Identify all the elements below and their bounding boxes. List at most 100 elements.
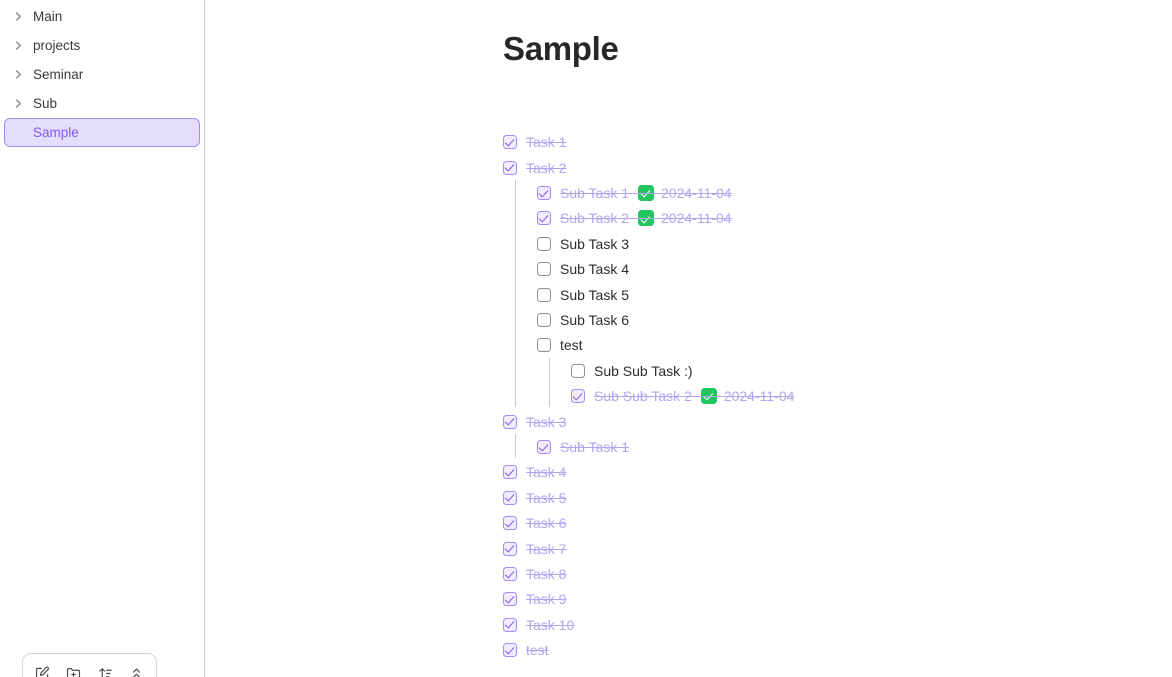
task-label: Task 5 [526, 489, 567, 506]
checkbox-unchecked-icon[interactable] [537, 287, 551, 302]
checkbox-checked-icon[interactable] [503, 617, 517, 632]
sidebar-item-label: projects [33, 38, 81, 53]
checkbox-checked-icon[interactable] [503, 516, 517, 531]
checkbox-checked-icon[interactable] [503, 490, 517, 505]
chevron-right-icon[interactable] [9, 11, 27, 22]
sidebar-item-label: Main [33, 9, 63, 24]
task-row[interactable]: Task 4 [503, 460, 1118, 485]
task-row[interactable]: Sub Task 6 [537, 307, 1118, 332]
checkbox-checked-icon[interactable] [503, 135, 517, 150]
task-label: Sub Sub Task 2 [594, 388, 692, 405]
checkbox-unchecked-icon[interactable] [537, 262, 551, 277]
checkbox-checked-icon[interactable] [503, 643, 517, 658]
task-row[interactable]: Task 2 [503, 155, 1118, 180]
task-label: Sub Task 4 [560, 261, 630, 278]
chevron-right-icon[interactable] [9, 69, 27, 80]
checkbox-checked-icon[interactable] [537, 439, 551, 454]
sidebar-item-seminar[interactable]: Seminar [4, 60, 200, 89]
task-label: Task 2 [526, 159, 567, 176]
checkbox-checked-icon[interactable] [503, 541, 517, 556]
completed-check-icon [638, 185, 655, 202]
task-row[interactable]: Sub Task 4 [537, 257, 1118, 282]
task-content: Sub Task 1 2024-11-04 [560, 185, 732, 202]
new-folder-icon[interactable] [61, 661, 87, 677]
task-children-group: Sub Sub Task :) Sub Sub Task 2 2024-11-04 [537, 358, 1118, 409]
task-label: Task 7 [526, 540, 567, 557]
checkbox-checked-icon[interactable] [571, 389, 585, 404]
task-label: Task 6 [526, 515, 567, 532]
task-children-group: Sub Task 1 [503, 434, 1118, 459]
sidebar-toolbar [22, 653, 157, 677]
task-label: Task 1 [526, 134, 567, 151]
completed-check-icon [700, 388, 717, 405]
task-row[interactable]: Sub Task 1 2024-11-04 [537, 180, 1118, 205]
task-label: Sub Sub Task :) [594, 362, 693, 379]
new-note-icon[interactable] [30, 661, 56, 677]
task-row[interactable]: Task 8 [503, 561, 1118, 586]
task-row[interactable]: Task 1 [503, 130, 1118, 155]
task-row[interactable]: Task 6 [503, 510, 1118, 535]
task-label: test [560, 337, 583, 354]
completion-date: 2024-11-04 [661, 185, 732, 202]
task-row[interactable]: Sub Task 2 2024-11-04 [537, 206, 1118, 231]
task-label: Sub Task 1 [560, 185, 630, 202]
task-label: Sub Task 1 [560, 438, 630, 455]
sidebar-item-label: Seminar [33, 67, 84, 82]
sort-icon[interactable] [92, 661, 118, 677]
task-row[interactable]: Task 5 [503, 485, 1118, 510]
page-title: Sample [503, 30, 619, 67]
checkbox-unchecked-icon[interactable] [537, 236, 551, 251]
task-row[interactable]: Sub Task 5 [537, 282, 1118, 307]
task-label: test [526, 642, 549, 659]
task-row[interactable]: Sub Sub Task 2 2024-11-04 [571, 384, 1118, 409]
chevron-right-icon[interactable] [9, 98, 27, 109]
sidebar-item-sample[interactable]: Sample [4, 118, 200, 147]
task-label: Task 8 [526, 565, 567, 582]
checkbox-checked-icon[interactable] [537, 211, 551, 226]
task-row[interactable]: Sub Task 1 [537, 434, 1118, 459]
task-label: Task 10 [526, 616, 575, 633]
task-label: Sub Task 6 [560, 312, 630, 329]
task-label: Sub Task 3 [560, 235, 630, 252]
task-row[interactable]: Sub Task 3 [537, 231, 1118, 256]
checkbox-checked-icon[interactable] [503, 465, 517, 480]
checkbox-unchecked-icon[interactable] [537, 313, 551, 328]
sidebar-item-projects[interactable]: projects [4, 31, 200, 60]
checkbox-checked-icon[interactable] [503, 414, 517, 429]
sidebar-item-sub[interactable]: Sub [4, 89, 200, 118]
task-content: Sub Task 2 2024-11-04 [560, 210, 732, 227]
checkbox-checked-icon[interactable] [503, 566, 517, 581]
checkbox-checked-icon[interactable] [503, 160, 517, 175]
sidebar-item-main[interactable]: Main [4, 2, 200, 31]
checkbox-checked-icon[interactable] [503, 592, 517, 607]
task-row[interactable]: Task 10 [503, 612, 1118, 637]
task-label: Sub Task 5 [560, 286, 630, 303]
task-label: Task 9 [526, 591, 567, 608]
chevron-right-icon[interactable] [9, 40, 27, 51]
completion-date: 2024-11-04 [661, 210, 732, 227]
checkbox-unchecked-icon[interactable] [537, 338, 551, 353]
sidebar-item-label: Sub [33, 96, 58, 111]
task-row[interactable]: Task 9 [503, 587, 1118, 612]
completed-check-icon [638, 210, 655, 227]
task-row[interactable]: Task 3 [503, 409, 1118, 434]
checkbox-unchecked-icon[interactable] [571, 363, 585, 378]
collapse-all-icon[interactable] [123, 661, 149, 677]
task-content: Sub Sub Task 2 2024-11-04 [594, 388, 795, 405]
task-label: Sub Task 2 [560, 210, 630, 227]
task-row[interactable]: test [503, 637, 1118, 662]
completion-date: 2024-11-04 [723, 388, 795, 405]
task-row[interactable]: Task 7 [503, 536, 1118, 561]
task-label: Task 4 [526, 464, 567, 481]
sidebar-item-label: Sample [33, 125, 79, 140]
task-row[interactable]: test [537, 333, 1118, 358]
task-row[interactable]: Sub Sub Task :) [571, 358, 1118, 383]
checkbox-checked-icon[interactable] [537, 186, 551, 201]
